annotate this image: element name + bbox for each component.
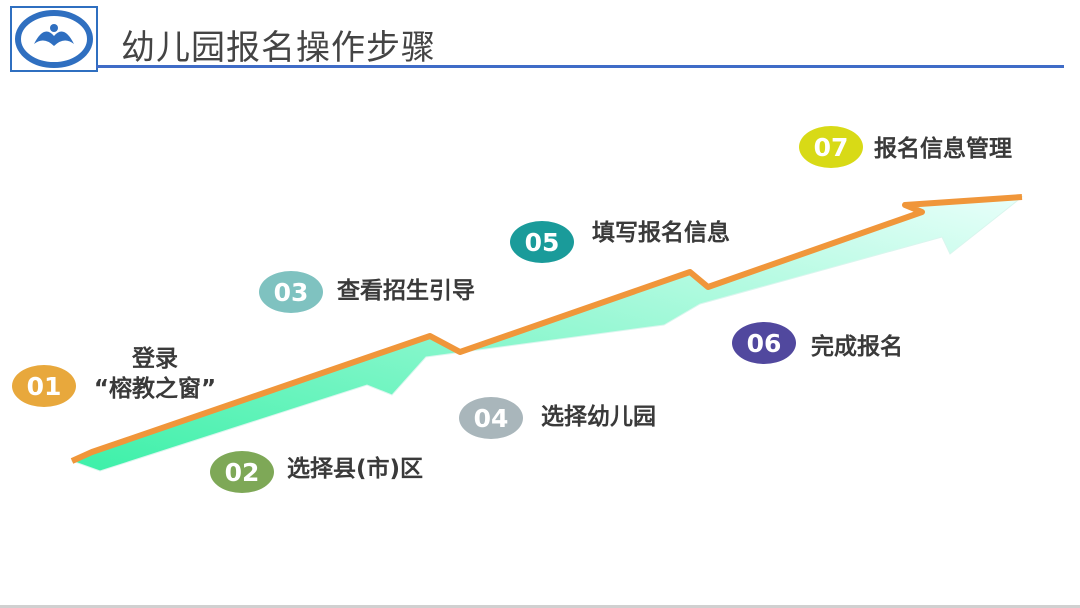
step-04-label: 选择幼儿园 — [541, 404, 656, 430]
step-03-label: 查看招生引导 — [337, 278, 475, 304]
step-07-badge: 07 — [799, 126, 863, 168]
title-underline — [96, 65, 1064, 68]
bottom-divider — [0, 605, 1080, 608]
step-02-badge: 02 — [210, 451, 274, 493]
step-05-label: 填写报名信息 — [592, 220, 730, 246]
step-07-label: 报名信息管理 — [874, 136, 1012, 162]
step-01-badge: 01 — [12, 365, 76, 407]
page-title: 幼儿园报名操作步骤 — [121, 28, 436, 68]
step-06-label: 完成报名 — [811, 334, 903, 360]
step-06-badge: 06 — [732, 322, 796, 364]
arrow-top-edge — [70, 194, 1023, 464]
kindergarten-logo — [10, 6, 98, 72]
step-02-label: 选择县(市)区 — [287, 456, 424, 482]
step-04-badge: 04 — [459, 397, 523, 439]
step-03-badge: 03 — [259, 271, 323, 313]
step-05-badge: 05 — [510, 221, 574, 263]
step-01-label: 登录 “榕教之窗” — [93, 346, 217, 402]
